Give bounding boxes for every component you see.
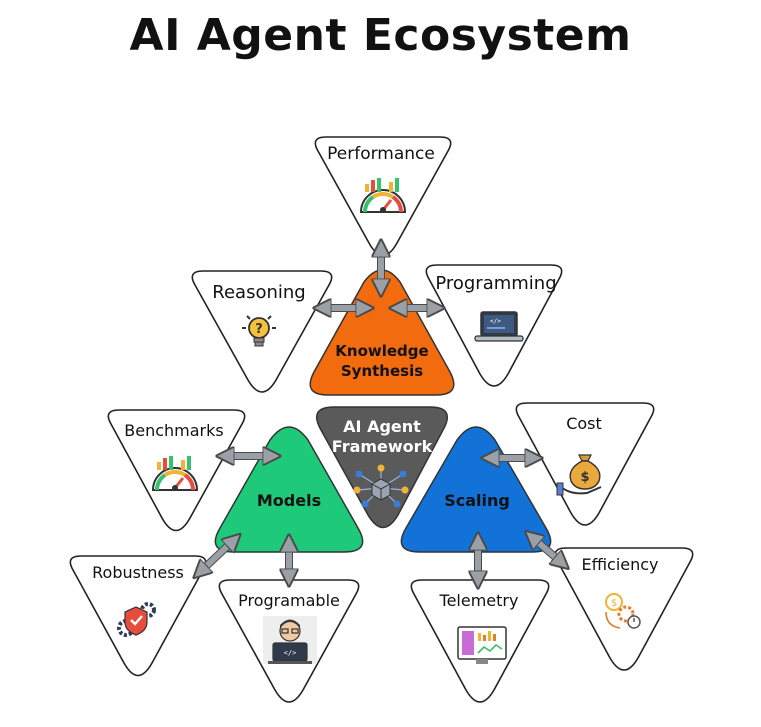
lightbulb-icon: ? bbox=[242, 315, 276, 347]
node-robustness: Robustness bbox=[69, 555, 207, 677]
gauge-icon bbox=[151, 456, 199, 491]
node-programable: Programable </> bbox=[218, 579, 360, 703]
hub-center-label-2: Framework bbox=[332, 437, 433, 456]
arrow-models-robustness bbox=[200, 540, 234, 572]
hub-center-label-1: AI Agent bbox=[343, 417, 421, 436]
network-cube-icon bbox=[353, 464, 409, 508]
node-performance-label: Performance bbox=[327, 144, 435, 164]
node-cost: Cost $ bbox=[515, 402, 655, 526]
node-cost-label: Cost bbox=[566, 414, 602, 433]
node-programming-label: Programming bbox=[435, 273, 556, 294]
money-bag-icon: $ bbox=[556, 454, 602, 496]
page-title: AI Agent Ecosystem bbox=[129, 10, 632, 61]
node-telemetry-label: Telemetry bbox=[439, 591, 519, 610]
node-benchmarks: Benchmarks bbox=[107, 409, 246, 532]
node-benchmarks-label: Benchmarks bbox=[124, 421, 223, 440]
hub-models-label: Models bbox=[257, 491, 321, 510]
svg-text:</>: </> bbox=[284, 649, 297, 657]
node-efficiency-label: Efficiency bbox=[581, 555, 658, 574]
shield-gear-icon bbox=[117, 602, 156, 637]
hub-scaling-label: Scaling bbox=[444, 491, 510, 510]
node-reasoning: Reasoning ? bbox=[191, 270, 333, 393]
node-programable-label: Programable bbox=[238, 591, 340, 610]
hub-knowledge-synthesis: Knowledge Synthesis bbox=[309, 269, 455, 396]
svg-text:$: $ bbox=[580, 470, 589, 485]
laptop-code-icon: </> bbox=[474, 311, 524, 342]
hub-knowledge-label-1: Knowledge bbox=[335, 342, 428, 360]
node-programming: Programming </> bbox=[425, 264, 563, 387]
node-performance: Performance bbox=[314, 136, 452, 257]
node-robustness-label: Robustness bbox=[92, 563, 184, 582]
svg-text:?: ? bbox=[255, 322, 263, 337]
node-reasoning-label: Reasoning bbox=[212, 282, 305, 303]
hub-center-framework: AI Agent Framework bbox=[315, 406, 449, 529]
hub-models: Models bbox=[214, 426, 364, 553]
gauge-icon bbox=[359, 178, 407, 213]
dashboard-icon bbox=[457, 626, 507, 664]
node-efficiency: Efficiency $ bbox=[554, 547, 694, 671]
arrow-scaling-efficiency bbox=[532, 537, 562, 563]
connector-arrows bbox=[200, 248, 562, 580]
svg-text:$: $ bbox=[611, 598, 617, 609]
svg-text:</>: </> bbox=[490, 318, 501, 325]
developer-icon: </> bbox=[263, 616, 317, 664]
hub-knowledge-label-2: Synthesis bbox=[341, 362, 423, 380]
node-telemetry: Telemetry bbox=[410, 579, 550, 703]
efficiency-gears-icon: $ bbox=[605, 593, 641, 629]
